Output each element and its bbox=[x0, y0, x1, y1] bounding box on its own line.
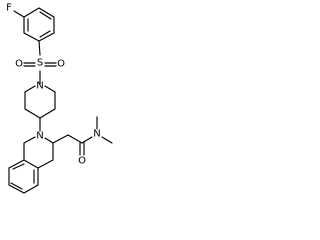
bond-ring-s bbox=[38, 40, 41, 56]
sulfonyl-bonds bbox=[23, 62, 57, 67]
atom-oxygen-amide: O bbox=[78, 156, 86, 167]
molecule-structure: F S O O N N N O bbox=[6, 3, 113, 194]
atom-nitrogen-piperidine: N bbox=[36, 81, 43, 92]
atom-oxygen-right: O bbox=[57, 59, 65, 70]
atom-nitrogen-amide: N bbox=[93, 129, 100, 140]
atom-sulfur: S bbox=[37, 58, 43, 69]
atom-oxygen-left: O bbox=[15, 59, 23, 70]
tetrahydro-ring bbox=[23, 136, 54, 169]
fluorophenyl-ring bbox=[23, 7, 55, 42]
acetamide-chain bbox=[52, 116, 113, 156]
piperidine-ring bbox=[24, 85, 56, 119]
benzo-ring bbox=[8, 159, 39, 194]
atom-nitrogen-ring: N bbox=[36, 131, 43, 142]
bond-c-f bbox=[13, 10, 25, 18]
atom-fluorine: F bbox=[6, 3, 12, 14]
